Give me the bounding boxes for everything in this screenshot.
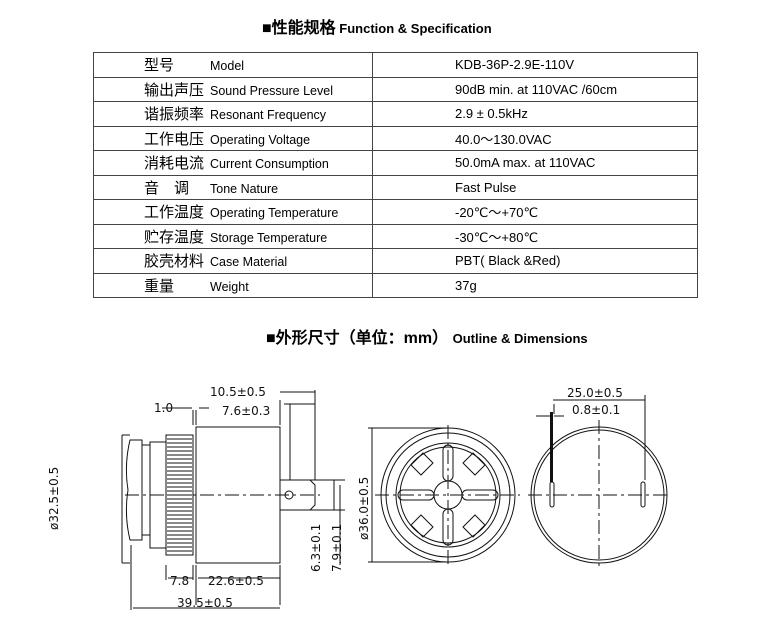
spec-row: 消耗电流 Current Consumption 50.0mA max. at 11… (93, 150, 698, 176)
title-en: Function & Specification (335, 21, 492, 36)
spec-label: 重量 Weight (93, 272, 373, 298)
dim-39-5: 39.5±0.5 (177, 596, 233, 610)
label-en: Resonant Frequency (210, 108, 327, 123)
spec-table: 型号 Model KDB-36P-2.9E-110V 输出声压 Sound Pressu… (93, 52, 698, 298)
dim-22-6: 22.6±0.5 (208, 574, 264, 588)
label-en: Sound Pressure Level (210, 83, 333, 98)
label-en: Operating Temperature (210, 206, 339, 221)
spec-value: -20℃～+70℃ (372, 199, 698, 225)
dim-0-8: 0.8±0.1 (572, 403, 620, 417)
label-cn: 型号 (144, 56, 175, 75)
dim-6-3: 6.3±0.1 (309, 524, 323, 572)
label-cn: 胶壳材料 (144, 252, 205, 271)
spec-row: 谐振频率 Resonant Frequency 2.9 ± 0.5kHz (93, 101, 698, 127)
spec-value: Fast Pulse (372, 174, 698, 200)
spec-section-title: ■性能规格 Function & Specification (262, 14, 492, 38)
spec-label: 贮存温度 Storage Temperature (93, 223, 373, 249)
dim-25-0: 25.0±0.5 (567, 386, 623, 400)
label-cn: 谐振频率 (144, 105, 205, 124)
front-view: ø36.0±0.5 (357, 425, 520, 565)
dimensions-section-title: ■外形尺寸（单位：mm） Outline & Dimensions (266, 324, 588, 348)
dim-32-5: ø32.5±0.5 (47, 467, 61, 530)
spec-value: KDB-36P-2.9E-110V (372, 52, 698, 78)
spec-row: 贮存温度 Storage Temperature -30℃～+80℃ (93, 223, 698, 249)
dim-1-0: 1.0 (154, 401, 173, 415)
dim-7-9: 7.9±0.1 (330, 524, 344, 572)
dim-7-6: 7.6±0.3 (222, 404, 270, 418)
spec-row: 工作温度 Operating Temperature -20℃～+70℃ (93, 199, 698, 225)
spec-row: 型号 Model KDB-36P-2.9E-110V (93, 52, 698, 78)
dim-10-5: 10.5±0.5 (210, 385, 266, 399)
spec-value: 40.0～130.0VAC (372, 125, 698, 151)
spec-value: 2.9 ± 0.5kHz (372, 101, 698, 127)
label-en: Tone Nature (210, 181, 279, 196)
spec-value: -30℃～+80℃ (372, 223, 698, 249)
label-cn: 贮存温度 (144, 227, 205, 246)
label-cn: 输出声压 (144, 80, 205, 99)
title-cn: ■外形尺寸（单位：mm） (266, 330, 449, 347)
label-cn: 音 调 (144, 178, 190, 197)
label-en: Current Consumption (210, 157, 329, 172)
title-en: Outline & Dimensions (452, 331, 588, 346)
spec-label: 谐振频率 Resonant Frequency (93, 101, 373, 127)
spec-value: 90dB min. at 110VAC /60cm (372, 76, 698, 102)
spec-label: 消耗电流 Current Consumption (93, 150, 373, 176)
label-cn: 重量 (144, 276, 175, 295)
spec-value: 50.0mA max. at 110VAC (372, 150, 698, 176)
back-view: 25.0±0.5 0.8±0.1 (528, 386, 670, 568)
label-en: Model (210, 59, 245, 74)
label-en: Case Material (210, 255, 288, 270)
label-en: Operating Voltage (210, 132, 311, 147)
spec-label: 工作温度 Operating Temperature (93, 199, 373, 225)
spec-row: 工作电压 Operating Voltage 40.0～130.0VAC (93, 125, 698, 151)
spec-row: 输出声压 Sound Pressure Level 90dB min. at 110… (93, 76, 698, 102)
dim-36-0: ø36.0±0.5 (357, 477, 371, 540)
label-en: Storage Temperature (210, 230, 328, 245)
label-cn: 消耗电流 (144, 154, 205, 173)
spec-value: 37g (372, 272, 698, 298)
side-view: 1.0 10.5±0.5 7.6±0.3 ø32.5±0.5 7.8 22.6±… (47, 385, 345, 610)
title-cn: ■性能规格 (262, 20, 336, 37)
label-cn: 工作电压 (144, 129, 205, 148)
spec-label: 型号 Model (93, 52, 373, 78)
spec-label: 输出声压 Sound Pressure Level (93, 76, 373, 102)
spec-row: 重量 Weight 37g (93, 272, 698, 298)
label-cn: 工作温度 (144, 203, 205, 222)
label-en: Weight (210, 279, 249, 294)
dim-7-8: 7.8 (170, 574, 189, 588)
